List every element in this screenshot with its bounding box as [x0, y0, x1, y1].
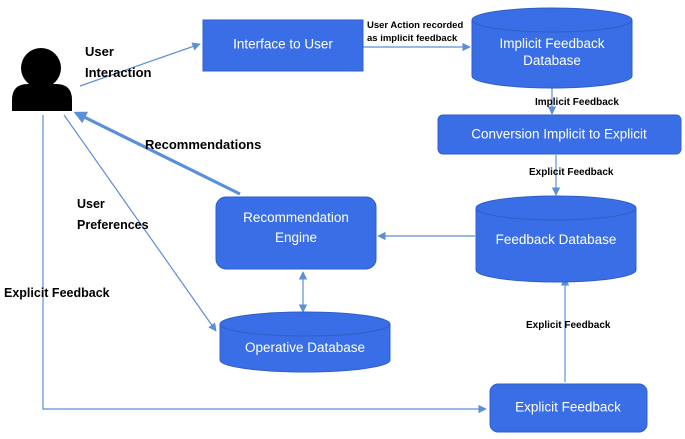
- label-explicit-feedback-user: Explicit Feedback: [4, 286, 110, 300]
- label-action-recorded-2: as implicit feedback: [367, 33, 458, 44]
- recommendation-engine-box: Recommendation Engine: [215, 196, 377, 270]
- label-action-recorded-1: User Action recorded: [367, 20, 463, 31]
- conversion-box: Conversion Implicit to Explicit: [437, 114, 682, 155]
- edge-user-to-explicit-box: [42, 115, 487, 414]
- label-user-preferences-2: Preferences: [77, 218, 149, 232]
- label-implicit-feedback: Implicit Feedback: [535, 97, 619, 108]
- interface-to-user-box: Interface to User: [202, 19, 364, 72]
- label-user-interaction-2: Interaction: [85, 65, 152, 80]
- edge-engine-to-user: [73, 111, 241, 196]
- implicit-feedback-database: Implicit Feedback Database: [471, 7, 633, 89]
- operative-database-label: Operative Database: [245, 340, 365, 355]
- label-explicit-feedback-conv: Explicit Feedback: [529, 167, 614, 178]
- operative-database: Operative Database: [219, 311, 391, 373]
- recommendation-engine-label-2: Engine: [275, 230, 317, 245]
- person-icon: [12, 48, 72, 111]
- conversion-label: Conversion Implicit to Explicit: [471, 127, 647, 142]
- label-explicit-feedback-box: Explicit Feedback: [526, 320, 611, 331]
- explicit-feedback-box-label: Explicit Feedback: [515, 400, 621, 415]
- label-user-interaction-1: User: [85, 44, 114, 59]
- explicit-feedback-box: Explicit Feedback: [489, 383, 648, 433]
- interface-to-user-label: Interface to User: [233, 37, 333, 52]
- edge-user-to-interface: [79, 42, 201, 87]
- label-user-preferences-1: User: [77, 197, 105, 211]
- feedback-database-label: Feedback Database: [496, 232, 617, 247]
- label-recommendations: Recommendations: [145, 137, 261, 152]
- implicit-feedback-database-label-2: Database: [523, 53, 581, 68]
- implicit-feedback-database-label-1: Implicit Feedback: [499, 36, 604, 51]
- edge-user-to-operative-db: [63, 114, 217, 332]
- recommendation-engine-label-1: Recommendation: [243, 210, 349, 225]
- feedback-database: Feedback Database: [475, 195, 637, 283]
